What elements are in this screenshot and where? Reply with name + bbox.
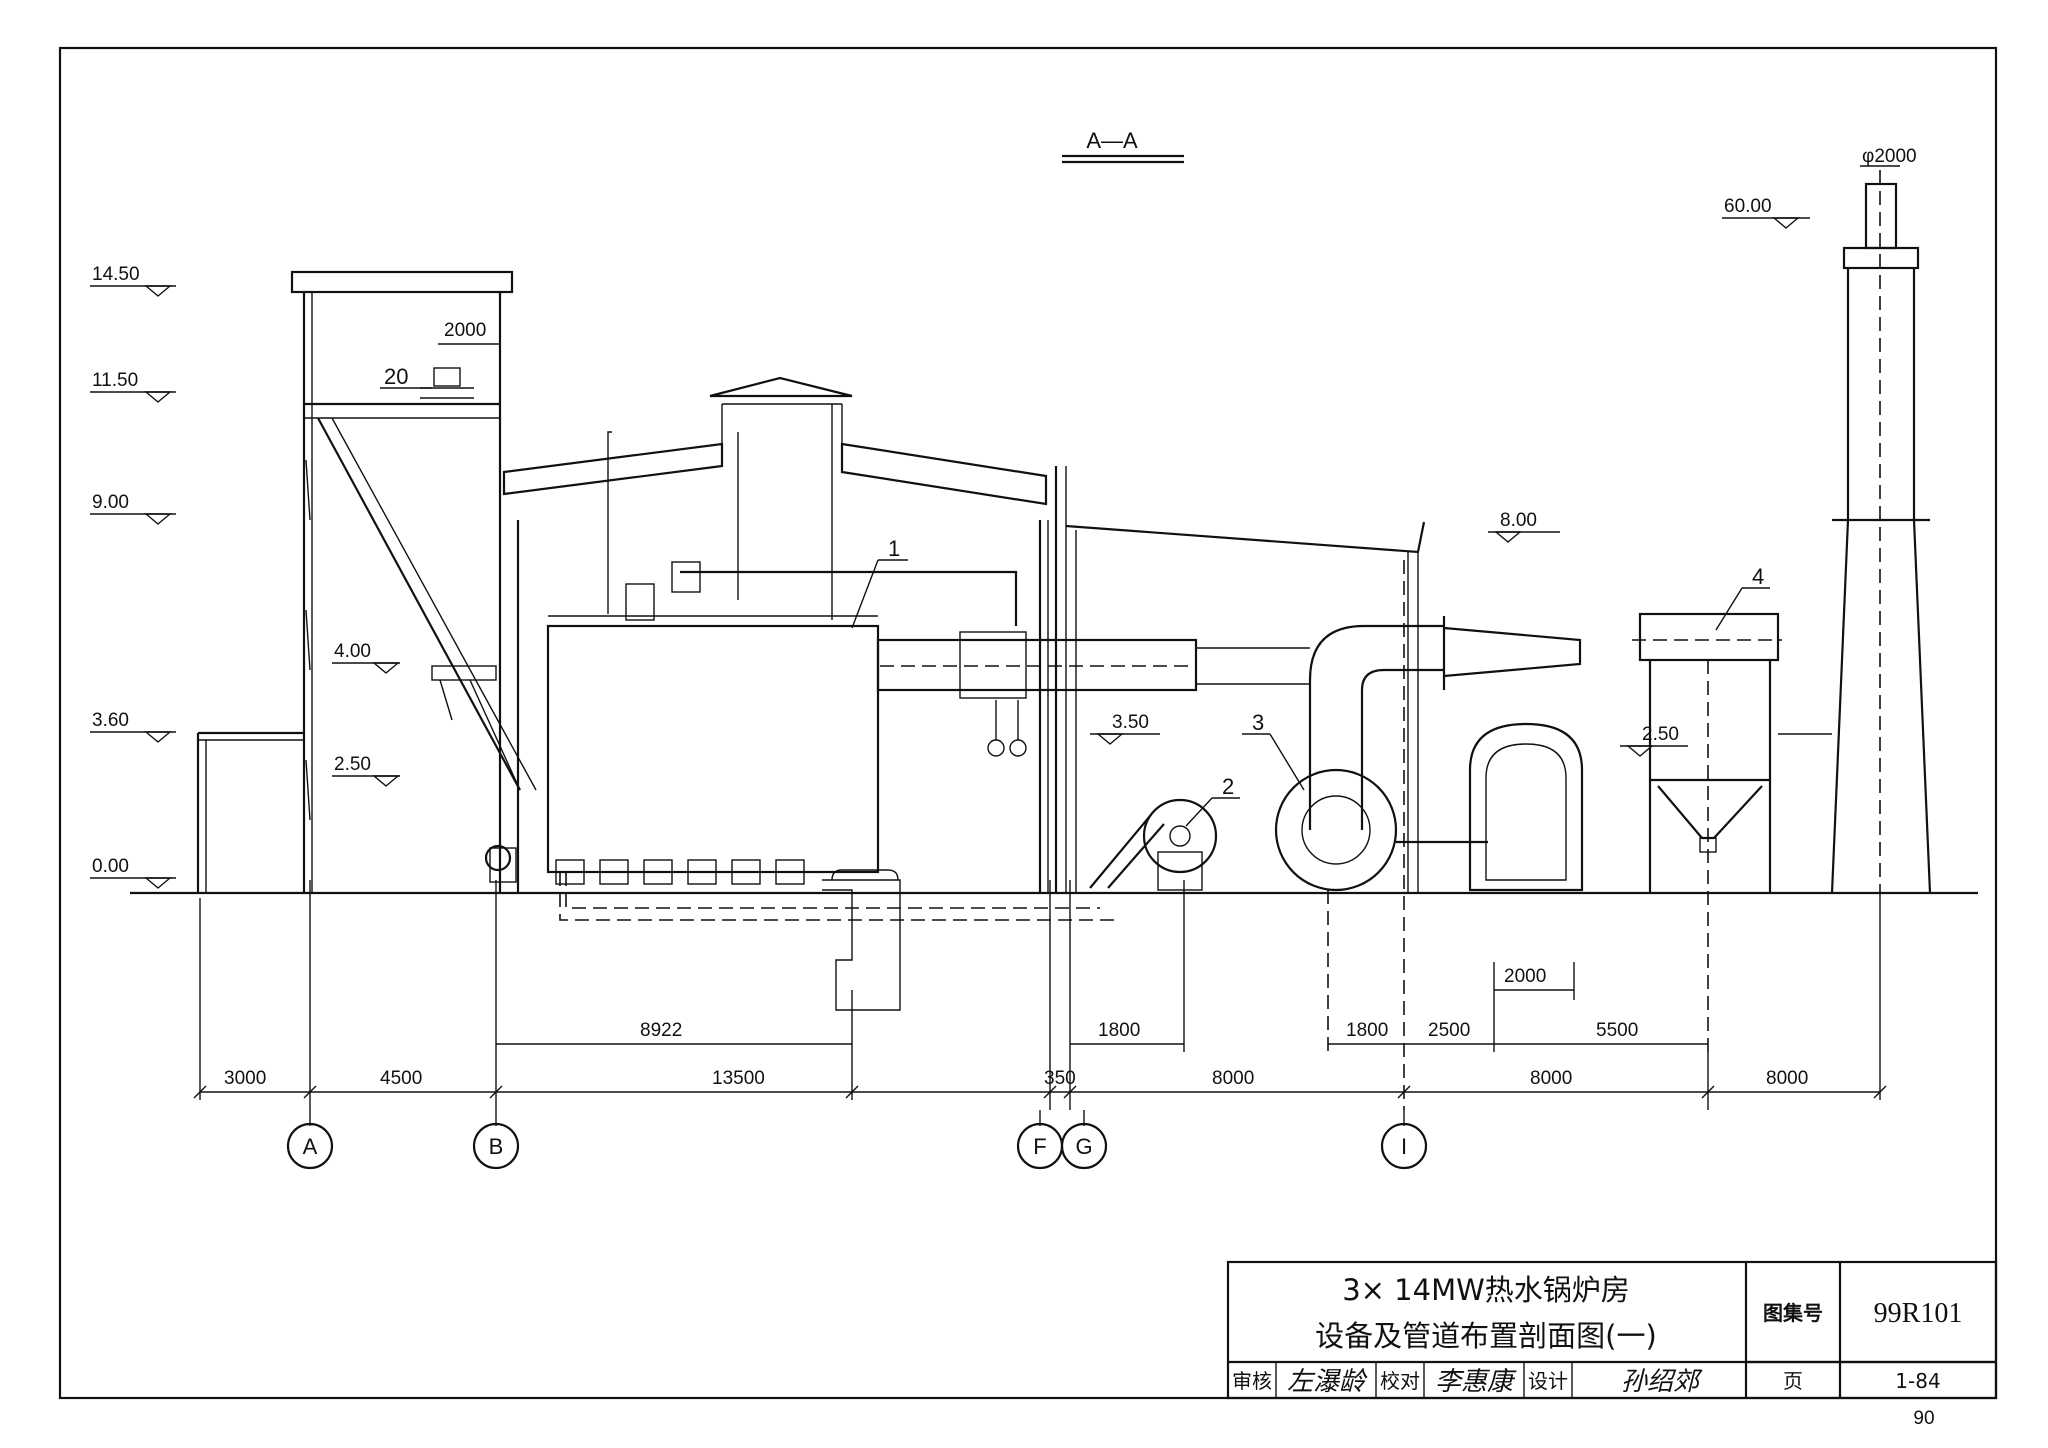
axis-bubble-b: B bbox=[472, 1110, 520, 1170]
svg-text:4.00: 4.00 bbox=[334, 641, 371, 662]
sheet-number: 90 bbox=[1913, 1408, 1934, 1429]
blower-fan-2 bbox=[1089, 798, 1218, 891]
svg-text:60.00: 60.00 bbox=[1724, 196, 1772, 217]
boiler-house bbox=[502, 376, 1426, 893]
boiler-1 bbox=[484, 404, 1120, 1011]
axis-bubble-f: F bbox=[1016, 1110, 1064, 1170]
svg-text:8000: 8000 bbox=[1530, 1068, 1572, 1089]
svg-text:0.00: 0.00 bbox=[92, 856, 129, 877]
elevation-2-50: 2.50 bbox=[332, 754, 400, 787]
check-label: 校对 bbox=[1380, 1369, 1420, 1393]
svg-text:2.50: 2.50 bbox=[1642, 724, 1679, 745]
arch-opening bbox=[1468, 722, 1584, 892]
dim-extension-lines bbox=[199, 560, 1881, 1110]
annex-left bbox=[196, 731, 304, 893]
svg-text:G: G bbox=[1075, 1134, 1092, 1159]
tag-20: 20 bbox=[380, 364, 432, 389]
page-label: 页 bbox=[1783, 1369, 1803, 1393]
elevation-0-00: 0.00 bbox=[90, 856, 176, 889]
svg-text:2500: 2500 bbox=[1428, 1020, 1470, 1041]
svg-text:13500: 13500 bbox=[712, 1068, 765, 1089]
dimension-row-upper: 8922 1800 1800 2500 5500 bbox=[496, 1020, 1708, 1045]
axis-bubble-a: A bbox=[286, 1110, 334, 1170]
dimension-row-lower: 3000 4500 13500 350 8000 8000 8000 bbox=[193, 1068, 1887, 1099]
flue-duct bbox=[876, 631, 1198, 757]
elevation-4-00: 4.00 bbox=[332, 641, 400, 674]
svg-text:2.50: 2.50 bbox=[334, 754, 371, 775]
design-label: 设计 bbox=[1528, 1369, 1568, 1393]
tag-1: 1 bbox=[851, 536, 908, 629]
svg-text:8000: 8000 bbox=[1212, 1068, 1254, 1089]
svg-text:A: A bbox=[303, 1134, 318, 1159]
svg-text:4500: 4500 bbox=[380, 1068, 422, 1089]
chimney: φ2000 bbox=[1778, 146, 1932, 894]
section-title: A—A bbox=[1086, 128, 1138, 153]
svg-text:5500: 5500 bbox=[1596, 1020, 1638, 1041]
elevation-9-00: 9.00 bbox=[90, 492, 176, 525]
svg-text:8.00: 8.00 bbox=[1500, 510, 1537, 531]
review-signature: 左瀑龄 bbox=[1287, 1367, 1368, 1397]
svg-text:8922: 8922 bbox=[640, 1020, 682, 1041]
drawing-title-line1: 3× 14MW热水锅炉房 bbox=[1342, 1273, 1630, 1307]
elevation-3-50: 3.50 bbox=[1090, 712, 1160, 745]
svg-text:9.00: 9.00 bbox=[92, 492, 129, 513]
svg-text:I: I bbox=[1401, 1134, 1407, 1159]
tag-2: 2 bbox=[1185, 774, 1240, 827]
svg-text:14.50: 14.50 bbox=[92, 264, 140, 285]
section-title-group: A—A bbox=[1062, 128, 1184, 164]
svg-text:F: F bbox=[1033, 1134, 1046, 1159]
atlas-label: 图集号 bbox=[1763, 1301, 1823, 1325]
check-signature: 李惠康 bbox=[1435, 1367, 1517, 1397]
svg-text:2: 2 bbox=[1222, 774, 1234, 799]
svg-text:20: 20 bbox=[384, 364, 408, 389]
drawing-title-line2: 设备及管道布置剖面图(一) bbox=[1315, 1319, 1657, 1353]
tag-4: 4 bbox=[1715, 564, 1770, 631]
svg-text:2000: 2000 bbox=[1504, 966, 1546, 987]
elevation-2-50-right: 2.50 bbox=[1620, 724, 1688, 757]
elevation-11-50: 11.50 bbox=[90, 370, 176, 403]
svg-text:3: 3 bbox=[1252, 710, 1264, 735]
page-number: 1-84 bbox=[1895, 1369, 1940, 1393]
svg-text:3000: 3000 bbox=[224, 1068, 266, 1089]
svg-text:3.60: 3.60 bbox=[92, 710, 129, 731]
svg-text:2000: 2000 bbox=[444, 320, 486, 341]
svg-text:8000: 8000 bbox=[1766, 1068, 1808, 1089]
stack-diameter: φ2000 bbox=[1862, 146, 1917, 167]
atlas-number: 99R101 bbox=[1874, 1298, 1963, 1329]
drawing-frame bbox=[58, 46, 1998, 1400]
review-label: 审核 bbox=[1232, 1369, 1272, 1393]
dimension-2000-lower: 2000 bbox=[1494, 966, 1574, 991]
axis-bubble-i: I bbox=[1380, 1110, 1428, 1170]
svg-text:1800: 1800 bbox=[1098, 1020, 1140, 1041]
elevation-3-60: 3.60 bbox=[90, 710, 176, 743]
svg-text:1: 1 bbox=[888, 536, 900, 561]
dust-collector-4 bbox=[1632, 612, 1782, 893]
elevation-60-00: 60.00 bbox=[1722, 196, 1810, 229]
title-block: 3× 14MW热水锅炉房 设备及管道布置剖面图(一) 图集号 99R101 审核… bbox=[1226, 1260, 1998, 1400]
axis-bubble-g: G bbox=[1060, 1110, 1108, 1170]
design-signature: 孙绍郊 bbox=[1621, 1367, 1703, 1397]
svg-text:350: 350 bbox=[1044, 1068, 1076, 1089]
svg-text:11.50: 11.50 bbox=[92, 370, 138, 391]
coal-tower bbox=[290, 270, 537, 893]
dimension-top-2000: 2000 bbox=[438, 320, 501, 360]
svg-text:3.50: 3.50 bbox=[1112, 712, 1149, 733]
svg-text:4: 4 bbox=[1752, 564, 1764, 589]
svg-text:B: B bbox=[489, 1134, 504, 1159]
induced-fan-3 bbox=[1196, 616, 1582, 892]
elevation-8-00: 8.00 bbox=[1488, 510, 1560, 543]
tag-3: 3 bbox=[1242, 710, 1305, 791]
svg-text:1800: 1800 bbox=[1346, 1020, 1388, 1041]
elevation-14-50: 14.50 bbox=[90, 264, 176, 297]
